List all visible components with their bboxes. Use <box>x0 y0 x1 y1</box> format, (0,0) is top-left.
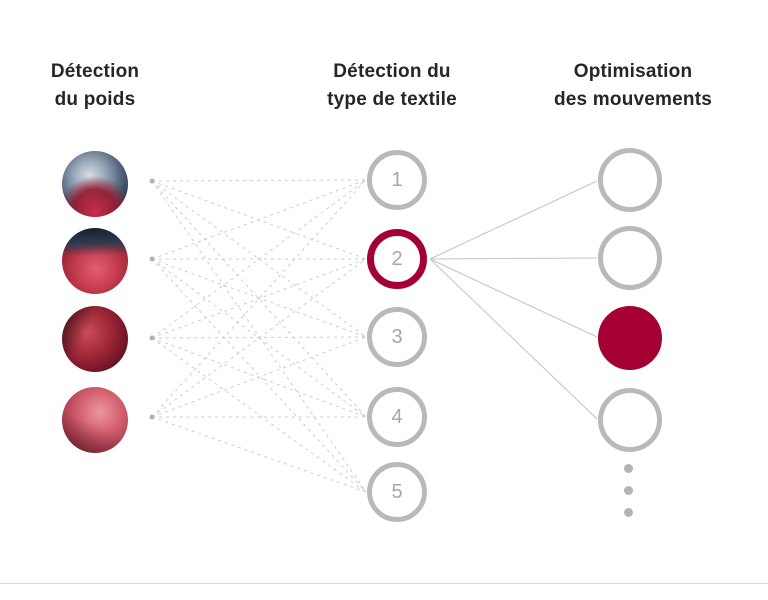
textile-node-2-selected: 2 <box>367 229 427 289</box>
motion-node-4 <box>598 388 662 452</box>
textile-node-3: 3 <box>367 307 427 367</box>
ellipsis-dot <box>624 486 633 495</box>
title-line: Détection <box>50 61 140 82</box>
washer-drum-red-fabric-photo <box>62 228 128 294</box>
title-line: des mouvements <box>553 89 713 110</box>
textile-node-4: 4 <box>367 387 427 447</box>
title-line: Optimisation <box>573 61 693 82</box>
bottom-divider <box>0 583 768 584</box>
pink-red-crumpled-fabric-photo <box>62 387 128 453</box>
dark-red-crumpled-fabric-photo <box>62 306 128 372</box>
motion-node-2 <box>598 226 662 290</box>
motion-node-1 <box>598 148 662 212</box>
textile-node-label: 1 <box>391 168 403 191</box>
textile-node-label: 5 <box>391 480 403 503</box>
ellipsis-dot <box>624 464 633 473</box>
textile-node-label: 4 <box>391 405 403 428</box>
textile-node-1: 1 <box>367 150 427 210</box>
title-line: type de textile <box>327 89 457 110</box>
ellipsis-dot <box>624 508 633 517</box>
title-line: Détection du <box>333 61 451 82</box>
textile-node-label: 2 <box>391 247 403 270</box>
motion-node-3-selected <box>598 306 662 370</box>
column-title-weight-detection: Détection du poids <box>0 58 190 114</box>
title-line: du poids <box>54 89 136 110</box>
textile-node-label: 3 <box>391 325 403 348</box>
washer-drum-red-laundry-photo <box>62 151 128 217</box>
column-title-motion-optimisation: Optimisation des mouvements <box>523 58 743 114</box>
column-title-textile-detection: Détection du type de textile <box>292 58 492 114</box>
textile-node-5: 5 <box>367 462 427 522</box>
